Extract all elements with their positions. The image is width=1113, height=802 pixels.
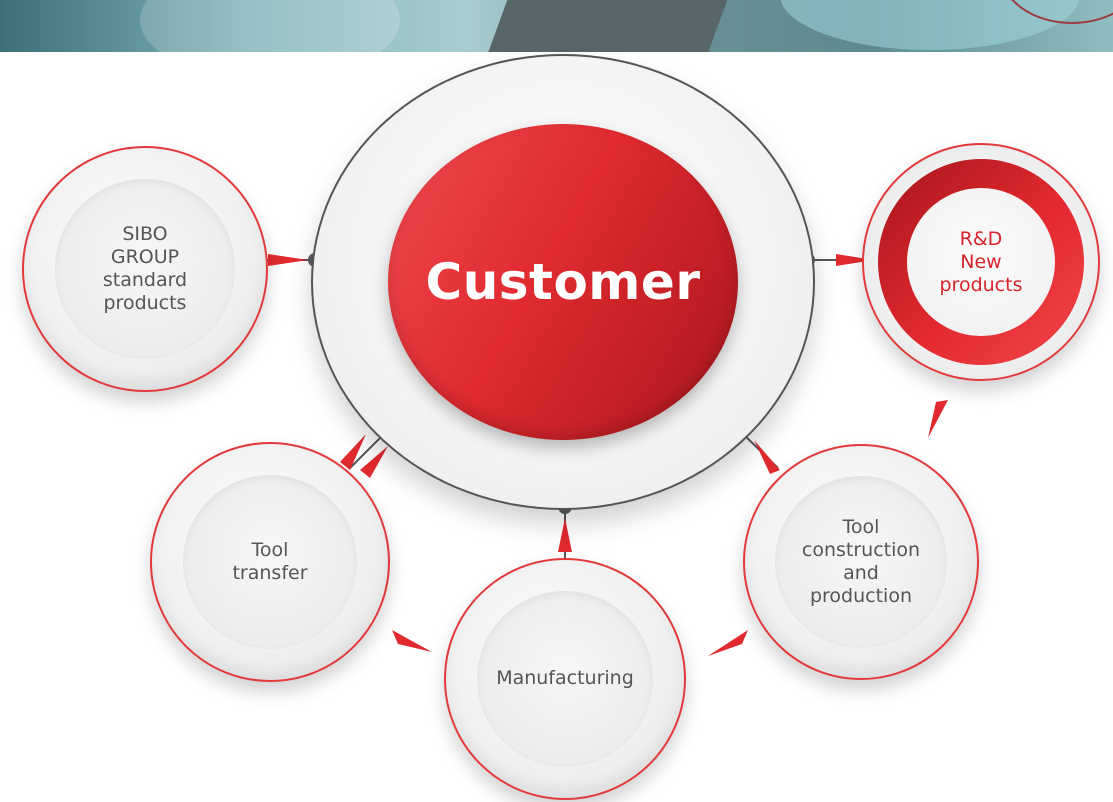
node-label: Tool transfer — [232, 539, 308, 584]
node-rd-new-products: R&D New products — [862, 143, 1100, 381]
node-tool-transfer: Tool transfer — [150, 442, 390, 682]
node-label: SIBO GROUP standard products — [102, 222, 188, 314]
arrowhead — [836, 254, 874, 266]
arrowhead — [392, 630, 432, 652]
node-tool-construction: Tool construction and production — [743, 444, 979, 680]
node-standard-products: SIBO GROUP standard products — [22, 146, 268, 392]
node-label: Manufacturing — [496, 667, 634, 690]
customer-label: Customer — [425, 252, 701, 311]
node-label: R&D New products — [939, 227, 1023, 296]
node-manufacturing: Manufacturing — [444, 558, 686, 800]
arrowhead — [268, 254, 308, 266]
customer-core: Customer — [388, 123, 738, 441]
arrowhead — [754, 440, 780, 474]
arrowhead — [558, 518, 572, 552]
arrowhead — [340, 434, 366, 470]
arrowhead — [360, 446, 388, 478]
arrowhead — [928, 400, 948, 438]
header-banner-image — [0, 0, 1113, 52]
node-label: Tool construction and production — [801, 515, 921, 607]
customer-hub: Customer — [311, 54, 815, 510]
arrowhead — [708, 630, 748, 656]
